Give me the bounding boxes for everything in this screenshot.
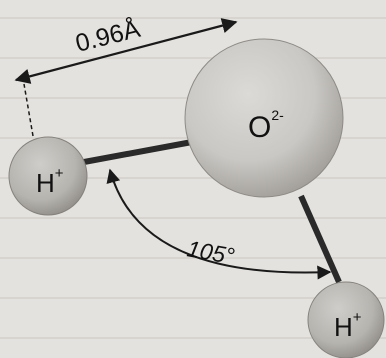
bond-right xyxy=(298,194,342,284)
hydrogen-atom-left xyxy=(8,136,88,216)
hydrogen-left-charge: + xyxy=(55,165,64,182)
oxygen-charge: 2- xyxy=(271,107,284,123)
hydrogen-left-label: H+ xyxy=(36,165,64,198)
hydrogen-atom-right xyxy=(307,281,385,358)
hydrogen-right-label: H+ xyxy=(334,309,362,342)
bond-length-extension-line xyxy=(23,83,34,137)
oxygen-label: O2- xyxy=(248,107,284,144)
bond-length-arrow xyxy=(14,18,238,84)
bond-left xyxy=(83,139,193,165)
oxygen-symbol: O xyxy=(248,111,271,144)
bond-angle-label: 105° xyxy=(185,235,236,269)
hydrogen-right-charge: + xyxy=(353,309,362,326)
hydrogen-left-symbol: H xyxy=(36,168,55,198)
bond-length-label: 0.96Å xyxy=(72,13,143,58)
bond-angle-arc xyxy=(106,168,332,280)
hydrogen-right-symbol: H xyxy=(334,312,353,342)
